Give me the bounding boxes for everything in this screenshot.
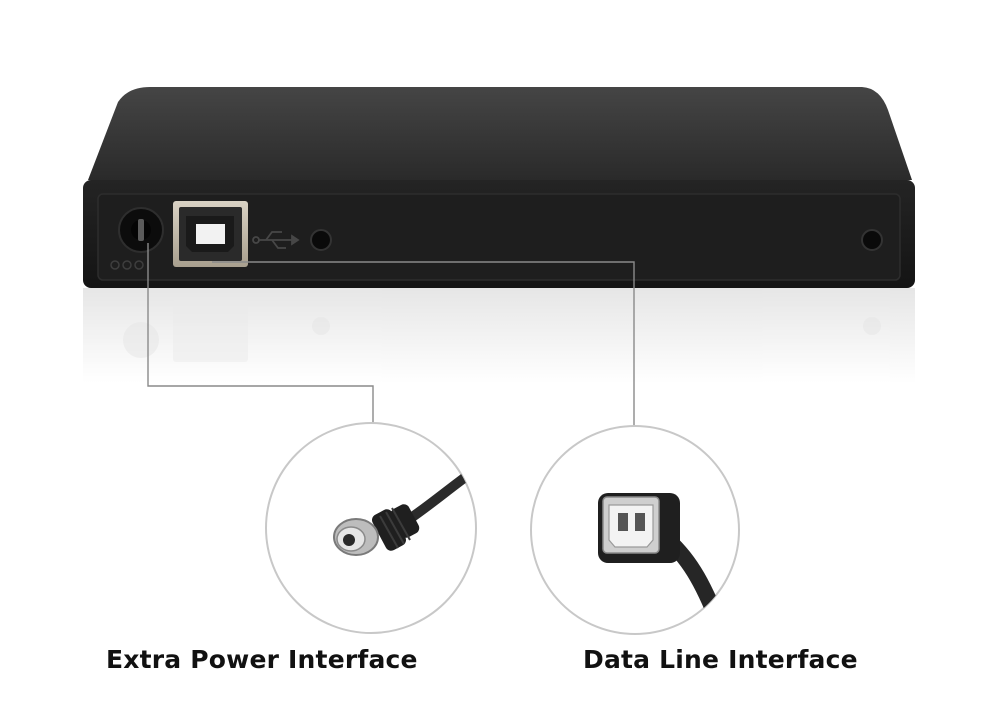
reset-hole [310,229,332,251]
callout-line-power [147,243,374,424]
usb-symbol-icon [252,231,300,249]
usb-b-port [173,201,248,267]
power-jack [118,207,164,253]
eject-hole [861,229,883,251]
power-symbol-icon [110,260,144,270]
power-plug-detail [265,422,477,634]
caption-extra-power-interface: Extra Power Interface [106,645,418,674]
device-reflection [83,288,915,384]
device-front-panel [97,193,901,281]
device-top [88,87,912,180]
caption-data-line-interface: Data Line Interface [583,645,858,674]
usb-plug-detail [530,425,740,635]
callout-line-data [212,261,635,426]
device [83,87,915,288]
callout-lines [147,243,635,426]
